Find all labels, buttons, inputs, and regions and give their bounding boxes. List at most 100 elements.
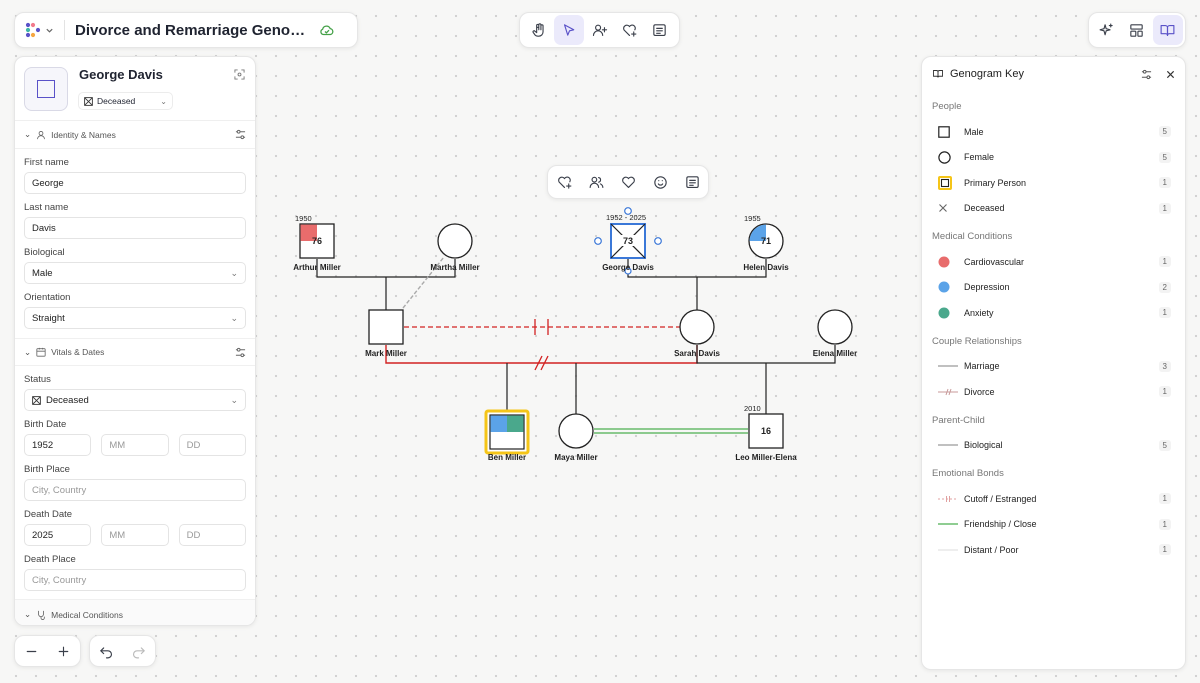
key-symbol <box>938 437 958 453</box>
key-item[interactable]: Cutoff / Estranged 1 <box>922 486 1185 512</box>
mark-sarah-divorce-line[interactable] <box>385 345 698 371</box>
cloud-sync-icon[interactable] <box>319 23 335 37</box>
key-item-label: Cutoff / Estranged <box>964 493 1037 504</box>
key-symbol <box>938 358 958 374</box>
biological-label: Biological <box>24 247 65 258</box>
layout-button[interactable] <box>1122 15 1152 45</box>
birth-month-field[interactable]: MM <box>101 434 169 456</box>
ai-sparkle-button[interactable] <box>1091 15 1121 45</box>
chevron-down-icon: ⌄ <box>24 609 32 619</box>
add-partner-button[interactable] <box>549 167 579 197</box>
person-arthur-miller[interactable]: 1950 76 Arthur Miller <box>293 214 341 272</box>
last-name-label: Last name <box>24 202 69 213</box>
sliders-icon[interactable] <box>1141 69 1152 80</box>
add-note-button[interactable] <box>677 167 707 197</box>
relationship-button[interactable] <box>613 167 643 197</box>
person-maya-miller[interactable]: Maya Miller <box>554 413 598 462</box>
add-note-button[interactable] <box>645 15 675 45</box>
heart-icon <box>621 176 635 188</box>
key-symbol <box>938 200 958 216</box>
hand-tool-button[interactable] <box>524 15 554 45</box>
add-children-button[interactable] <box>581 167 611 197</box>
status-dropdown[interactable]: Deceased ⌄ <box>78 92 173 110</box>
condition-dot-icon <box>938 256 950 268</box>
person-leo-miller-elena[interactable]: 2010 16 Leo Miller-Elena <box>735 404 797 462</box>
selection-handle-bottom[interactable] <box>624 267 632 275</box>
select-tool-button[interactable] <box>554 15 585 45</box>
person-details-panel: George Davis Deceased ⌄ ⌄ Identity & Nam… <box>14 56 256 626</box>
selection-handle-top[interactable] <box>624 207 632 215</box>
leo-name: Leo Miller-Elena <box>735 453 797 462</box>
section-identity-header[interactable]: ⌄ Identity & Names <box>15 121 255 149</box>
key-panel-toggle-button[interactable] <box>1152 15 1183 45</box>
status-select[interactable]: Deceased⌄ <box>24 389 246 411</box>
death-year-field[interactable]: 2025 <box>24 524 92 546</box>
section-vitals-label: Vitals & Dates <box>51 347 105 357</box>
person-helen-davis[interactable]: 1955 71 Helen Davis <box>743 214 789 272</box>
section-vitals-header[interactable]: ⌄ Vitals & Dates <box>15 338 255 366</box>
right-tool-bar <box>1088 12 1186 48</box>
person-elena-miller[interactable]: Elena Miller <box>813 309 857 358</box>
person-sarah-davis[interactable]: Sarah Davis <box>674 309 720 358</box>
maya-leo-friendship-line[interactable] <box>594 428 748 434</box>
zoom-in-button[interactable] <box>49 636 79 666</box>
section-medical-header[interactable]: ⌄ Medical Conditions <box>15 599 255 625</box>
mark-name: Mark Miller <box>365 349 407 358</box>
selection-handle-left[interactable] <box>594 237 602 245</box>
birth-day-field[interactable]: DD <box>178 434 246 456</box>
grandparents-davis-marriage-line[interactable] <box>627 259 767 278</box>
emotional-bond-button[interactable] <box>645 167 675 197</box>
add-person-button[interactable] <box>584 15 614 45</box>
add-relationship-button[interactable] <box>615 15 645 45</box>
person-mark-miller[interactable]: Mark Miller <box>365 309 407 358</box>
key-item-label: Biological <box>964 440 1003 451</box>
sliders-icon[interactable] <box>235 347 246 358</box>
key-symbol <box>938 491 958 507</box>
focus-icon[interactable] <box>234 69 245 80</box>
undo-button[interactable] <box>91 636 121 666</box>
death-month-field[interactable]: MM <box>101 524 169 546</box>
death-place-field[interactable]: City, Country <box>24 569 246 591</box>
person-martha-miller[interactable]: Martha Miller <box>430 223 480 272</box>
redo-button[interactable] <box>124 636 154 666</box>
person-name[interactable]: George Davis <box>79 67 163 82</box>
person-george-davis-selected[interactable]: 1952 - 2025 73 George Davis <box>594 207 662 275</box>
person-action-bar <box>547 165 709 199</box>
key-item-count: 1 <box>1158 202 1171 214</box>
biological-select[interactable]: Male⌄ <box>24 262 246 284</box>
deceased-box-icon <box>84 96 93 106</box>
orientation-select[interactable]: Straight⌄ <box>24 307 246 329</box>
death-day-field[interactable]: DD <box>178 524 246 546</box>
sliders-icon[interactable] <box>235 129 246 140</box>
depression-marker <box>490 415 507 432</box>
key-symbol <box>938 542 958 558</box>
last-name-field[interactable]: Davis <box>24 217 246 239</box>
app-menu-button[interactable] <box>25 22 54 38</box>
mark-sarah-cutoff-line[interactable] <box>404 319 680 335</box>
grandparents-miller-marriage-line[interactable] <box>316 259 456 278</box>
selection-handle-right[interactable] <box>654 237 662 245</box>
first-name-field[interactable]: George <box>24 172 246 194</box>
zoom-out-button[interactable] <box>16 636 46 666</box>
key-item-count: 1 <box>1158 493 1171 505</box>
birth-place-field[interactable]: City, Country <box>24 479 246 501</box>
martha-mark-distant-line[interactable] <box>402 256 445 309</box>
person-ben-miller-primary[interactable]: Ben Miller <box>484 409 530 462</box>
birth-year-field[interactable]: 1952 <box>24 434 92 456</box>
key-category-title: People <box>932 101 962 112</box>
document-title[interactable]: Divorce and Remarriage Genogram... <box>75 21 313 39</box>
sarah-elena-marriage-line[interactable] <box>696 345 836 364</box>
close-icon[interactable] <box>1166 70 1175 79</box>
